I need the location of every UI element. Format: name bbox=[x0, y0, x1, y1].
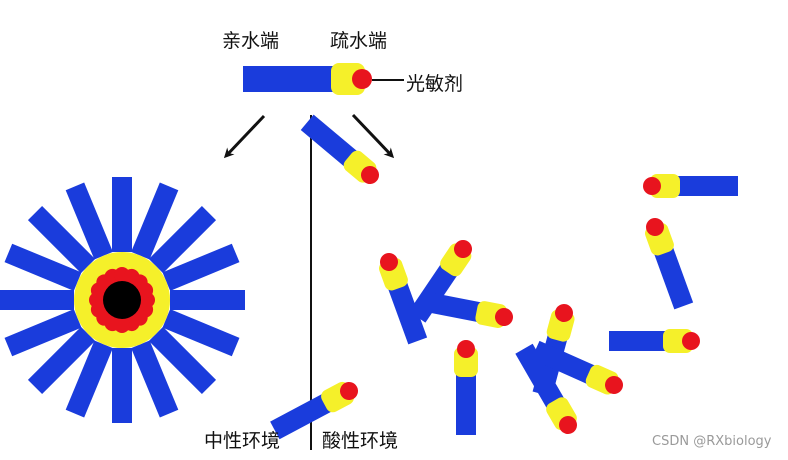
photosensitizer bbox=[682, 332, 700, 350]
micelle-hydrophilic-chain bbox=[131, 340, 179, 418]
hydrophilic-segment bbox=[419, 291, 489, 324]
micelle bbox=[0, 177, 245, 423]
micelle-hydrophilic-chain bbox=[170, 290, 245, 310]
amphiphilic-molecule bbox=[515, 343, 577, 434]
micelle-hydrophilic-chain bbox=[131, 182, 179, 260]
photosensitizer bbox=[605, 376, 623, 394]
amphiphilic-molecule bbox=[643, 174, 738, 198]
photosensitizer bbox=[361, 166, 379, 184]
hydrophilic-segment bbox=[670, 176, 738, 196]
label-neutral-environment: 中性环境 bbox=[204, 430, 281, 452]
hydrophilic-segment bbox=[270, 390, 338, 440]
micelle-hydrophilic-chain bbox=[65, 182, 113, 260]
hydrophilic-segment bbox=[385, 275, 428, 345]
micelle-hydrophilic-chain bbox=[27, 205, 96, 274]
photosensitizer bbox=[340, 382, 358, 400]
amphiphilic-molecule bbox=[531, 340, 623, 395]
hydrophilic-segment bbox=[300, 114, 363, 172]
amphiphilic-molecule bbox=[454, 340, 478, 435]
micelle-core bbox=[103, 281, 141, 319]
micelle-photosensitizer bbox=[137, 282, 154, 299]
amphiphilic-molecule bbox=[609, 329, 700, 353]
photosensitizer bbox=[643, 177, 661, 195]
label-hydrophobic: 疏水端 bbox=[330, 30, 388, 52]
photosensitizer bbox=[495, 308, 513, 326]
hydrophilic-segment bbox=[515, 343, 568, 415]
amphiphilic-molecule bbox=[379, 253, 428, 345]
hydrophilic-segment bbox=[531, 340, 602, 387]
micelle-hydrophilic-chain bbox=[148, 205, 217, 274]
label-photosensitizer: 光敏剂 bbox=[406, 73, 464, 95]
micelle-hydrophilic-chain bbox=[112, 348, 132, 423]
arrow-right bbox=[351, 113, 395, 159]
micelle-hydrophilic-chain bbox=[162, 309, 240, 357]
dispersed-molecules bbox=[270, 114, 738, 440]
legend-molecule bbox=[243, 63, 404, 95]
photosensitizer bbox=[380, 253, 398, 271]
micelle-hydrophilic-shell bbox=[0, 177, 245, 423]
amphiphilic-molecule bbox=[645, 218, 694, 310]
hydrophilic-segment bbox=[651, 240, 694, 310]
micelle-hydrophilic-chain bbox=[0, 290, 74, 310]
micelle-hydrophilic-chain bbox=[27, 326, 96, 395]
micelle-hydrophilic-chain bbox=[4, 309, 82, 357]
label-hydrophilic: 亲水端 bbox=[222, 30, 280, 52]
photosensitizer bbox=[454, 240, 472, 258]
photosensitizer bbox=[555, 304, 573, 322]
photosensitizer bbox=[646, 218, 664, 236]
micelle-hydrophilic-chain bbox=[162, 243, 240, 291]
watermark: CSDN @RXbiology bbox=[652, 434, 772, 449]
micelle-hydrophilic-chain bbox=[4, 243, 82, 291]
amphiphilic-molecule bbox=[419, 291, 513, 328]
micelle-hydrophilic-chain bbox=[148, 326, 217, 395]
amphiphilic-molecule bbox=[270, 381, 358, 440]
micelle-hydrophilic-chain bbox=[112, 177, 132, 252]
hydrophilic-segment bbox=[609, 331, 673, 351]
label-acidic-environment: 酸性环境 bbox=[322, 430, 399, 452]
micelle-photosensitizer-ring bbox=[89, 267, 155, 333]
legend-photosensitizer bbox=[352, 69, 372, 89]
hydrophilic-segment bbox=[456, 367, 476, 435]
amphiphilic-molecule bbox=[300, 114, 379, 184]
photosensitizer bbox=[559, 416, 577, 434]
photosensitizer bbox=[457, 340, 475, 358]
arrow-left bbox=[223, 114, 266, 159]
micelle-hydrophilic-chain bbox=[65, 340, 113, 418]
legend-hydrophilic-segment bbox=[243, 66, 333, 92]
